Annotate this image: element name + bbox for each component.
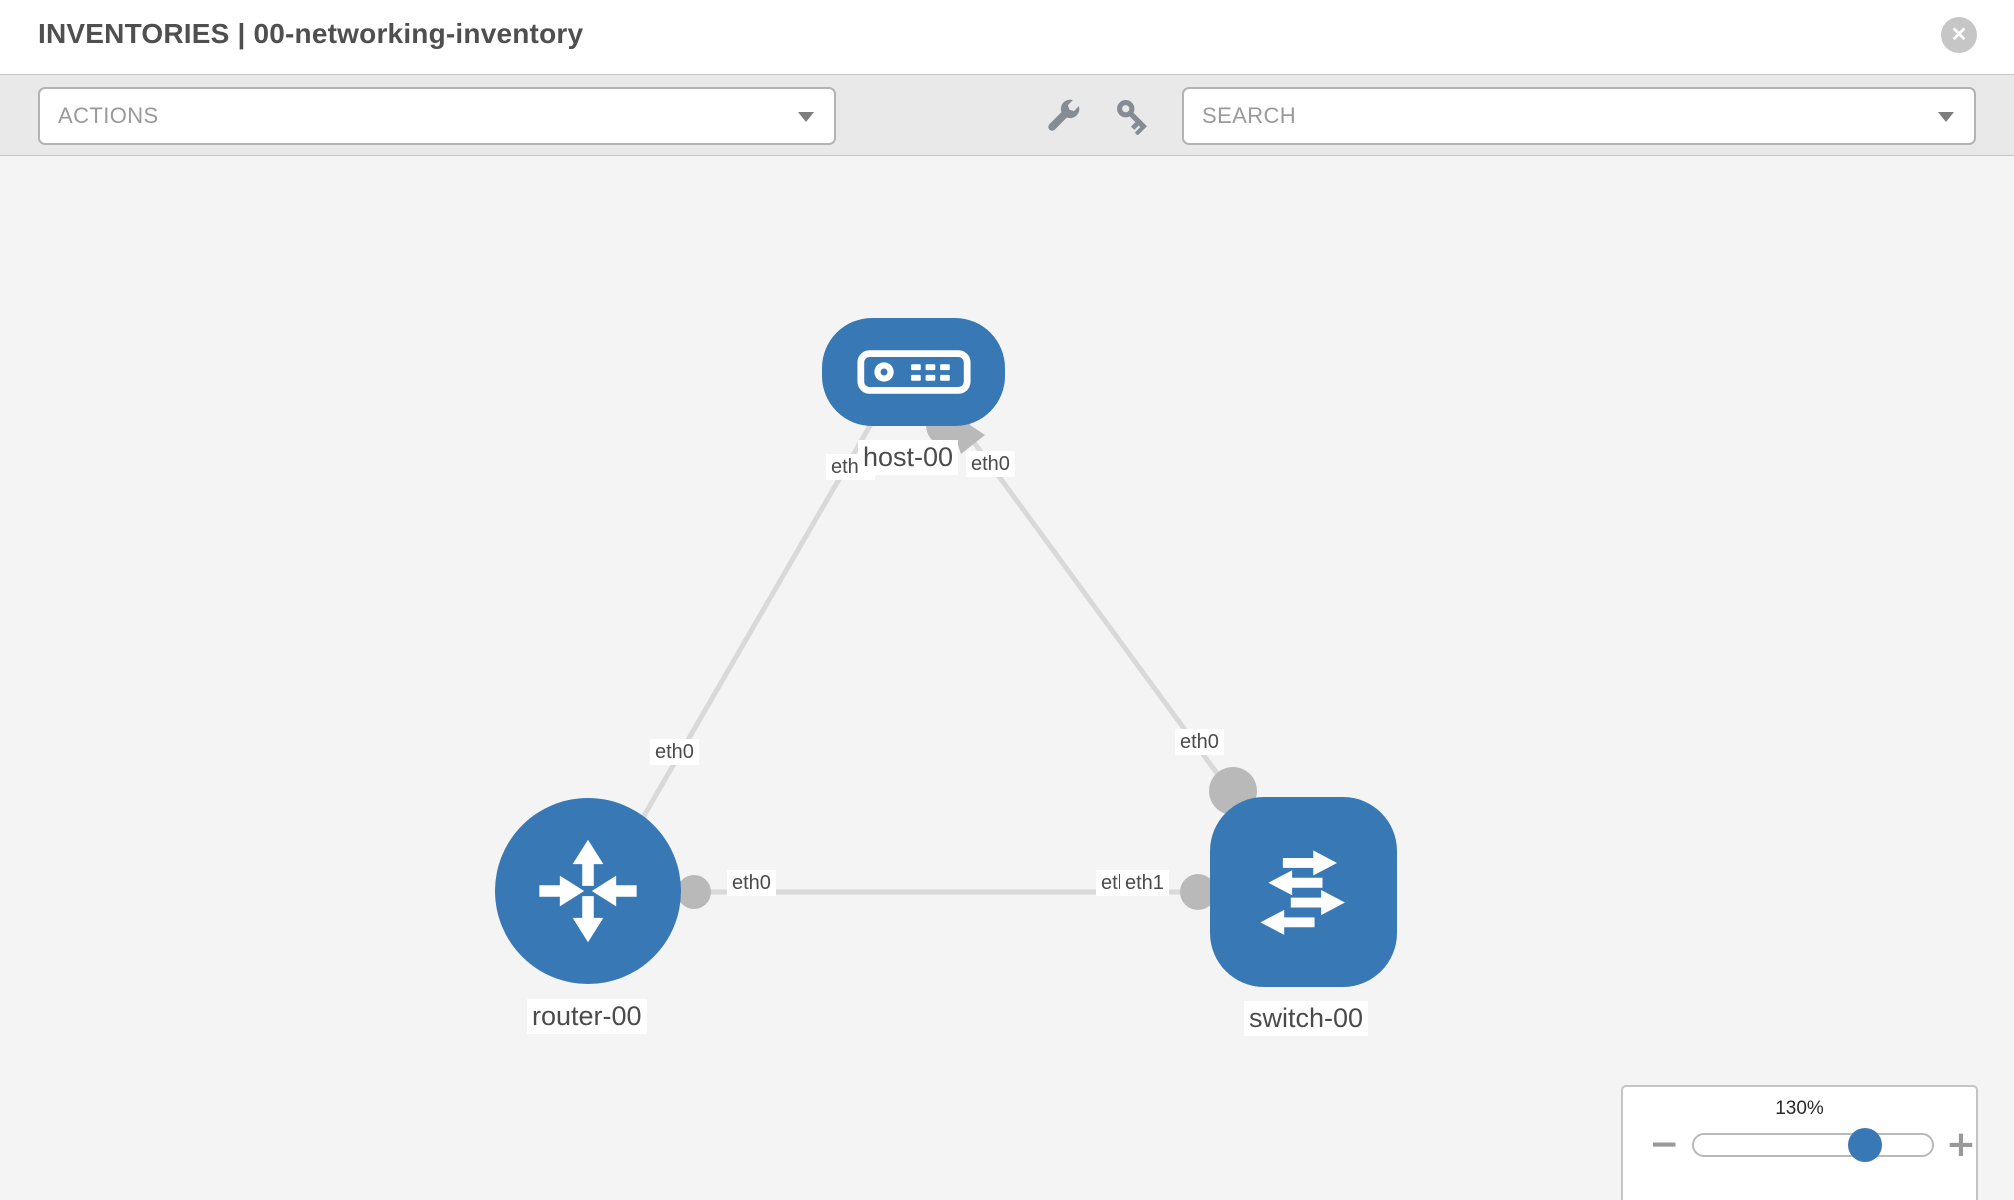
node-host-00[interactable] xyxy=(822,318,1005,426)
interface-label: eth1 xyxy=(1120,870,1169,897)
zoom-control-panel: 130% − + xyxy=(1621,1085,1978,1200)
interface-label: eth0 xyxy=(966,451,1015,478)
topology-canvas[interactable]: eth0 eth0 eth0 eth0 eth0 eth0 eth1 host-… xyxy=(0,157,2014,1200)
interface-label: eth0 xyxy=(650,739,699,766)
node-router-00[interactable] xyxy=(495,798,681,984)
interface-connector-router-eth0 xyxy=(677,875,711,909)
zoom-percentage: 130% xyxy=(1775,1098,1824,1119)
search-dropdown-label: SEARCH xyxy=(1202,103,1297,128)
node-label-switch-00: switch-00 xyxy=(1244,1001,1369,1036)
wrench-icon[interactable] xyxy=(1046,97,1082,133)
header: INVENTORIES | 00-networking-inventory ✕ xyxy=(0,0,2014,74)
zoom-in-button[interactable]: + xyxy=(1945,1124,1976,1165)
interface-label: eth0 xyxy=(727,870,776,897)
zoom-out-button[interactable]: − xyxy=(1649,1124,1680,1165)
links-layer xyxy=(598,403,1257,910)
chevron-down-icon xyxy=(798,112,814,122)
toolbar: ACTIONS SEARCH xyxy=(0,74,2014,156)
zoom-slider-thumb[interactable] xyxy=(1848,1128,1883,1162)
page-title: INVENTORIES | 00-networking-inventory xyxy=(38,18,584,49)
interface-connector-switch-eth1 xyxy=(1180,874,1216,910)
node-switch-00[interactable] xyxy=(1210,797,1397,987)
switch-arrows-icon xyxy=(1259,850,1345,935)
close-glyph: ✕ xyxy=(1950,24,1968,46)
node-label-router-00: router-00 xyxy=(527,999,647,1034)
key-icon[interactable] xyxy=(1114,97,1152,135)
node-label-host-00: host-00 xyxy=(858,440,959,475)
actions-dropdown[interactable]: ACTIONS xyxy=(38,87,836,145)
close-icon[interactable]: ✕ xyxy=(1941,17,1977,53)
actions-dropdown-label: ACTIONS xyxy=(58,103,159,128)
chevron-down-icon xyxy=(1938,112,1954,122)
zoom-slider-track[interactable] xyxy=(1692,1128,1934,1162)
host-device-icon xyxy=(856,350,971,394)
router-arrows-icon xyxy=(539,839,637,943)
zoom-slider-row: − + xyxy=(1623,1127,1976,1163)
interface-label: eth0 xyxy=(1175,729,1224,756)
search-dropdown[interactable]: SEARCH xyxy=(1182,87,1976,145)
